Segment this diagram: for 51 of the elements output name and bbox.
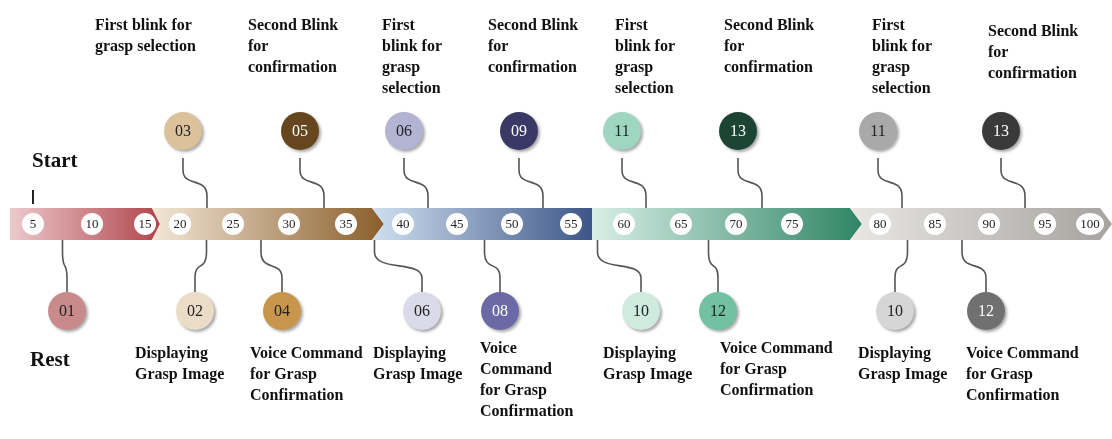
leader-line <box>483 239 501 293</box>
leader-line <box>894 239 909 293</box>
step-description: First blink for grasp selection <box>615 15 676 98</box>
step-description: First blink for grasp selection <box>382 15 443 98</box>
leader-line <box>596 239 642 293</box>
step-description: Second Blink for confirmation <box>488 15 580 77</box>
step-description: Displaying Grasp Image <box>373 343 464 384</box>
numbered-circle: 13 <box>719 112 757 150</box>
leader-line <box>194 239 208 293</box>
leader-line <box>737 157 763 209</box>
numbered-circle: 09 <box>500 112 538 150</box>
step-description: Displaying Grasp Image <box>603 343 694 384</box>
numbered-circle: 06 <box>403 292 441 330</box>
leader-line <box>299 157 325 209</box>
numbered-circle: 12 <box>699 292 737 330</box>
leader-line <box>518 157 544 209</box>
step-description: Voice Command for Grasp Confirmation <box>250 343 364 405</box>
numbered-circle: 04 <box>263 292 301 330</box>
leader-line <box>961 239 987 293</box>
leader-line <box>707 239 719 293</box>
step-description: First blink for grasp selection <box>95 15 197 56</box>
start-label: Start <box>32 148 78 173</box>
step-description: Displaying Grasp Image <box>135 343 226 384</box>
numbered-circle: 02 <box>176 292 214 330</box>
leader-line <box>1000 157 1026 209</box>
step-description: First blink for grasp selection <box>872 15 933 98</box>
step-description: Displaying Grasp Image <box>858 343 949 384</box>
numbered-circle: 01 <box>48 292 86 330</box>
numbered-circle: 13 <box>982 112 1020 150</box>
numbered-circle: 11 <box>859 112 897 150</box>
numbered-circle: 05 <box>281 112 319 150</box>
numbered-circle: 12 <box>967 292 1005 330</box>
leader-line <box>182 157 208 209</box>
numbered-circle: 03 <box>164 112 202 150</box>
numbered-circle: 10 <box>876 292 914 330</box>
step-description: Second Blink for confirmation <box>724 15 816 77</box>
leader-line <box>403 157 429 209</box>
numbered-circle: 06 <box>385 112 423 150</box>
numbered-circle: 08 <box>481 292 519 330</box>
leader-line <box>260 239 283 293</box>
leader-line <box>621 157 647 209</box>
numbered-circle: 11 <box>603 112 641 150</box>
step-description: Second Blink for confirmation <box>988 21 1080 83</box>
leader-line <box>373 239 423 293</box>
leader-line <box>61 239 68 293</box>
step-description: Rest <box>30 347 71 372</box>
step-description: Voice Command for Grasp Confirmation <box>720 338 834 400</box>
step-description: Second Blink for confirmation <box>248 15 340 77</box>
leader-line <box>877 157 903 209</box>
step-description: Voice Command for Grasp Confirmation <box>966 343 1080 405</box>
numbered-circle: 10 <box>622 292 660 330</box>
